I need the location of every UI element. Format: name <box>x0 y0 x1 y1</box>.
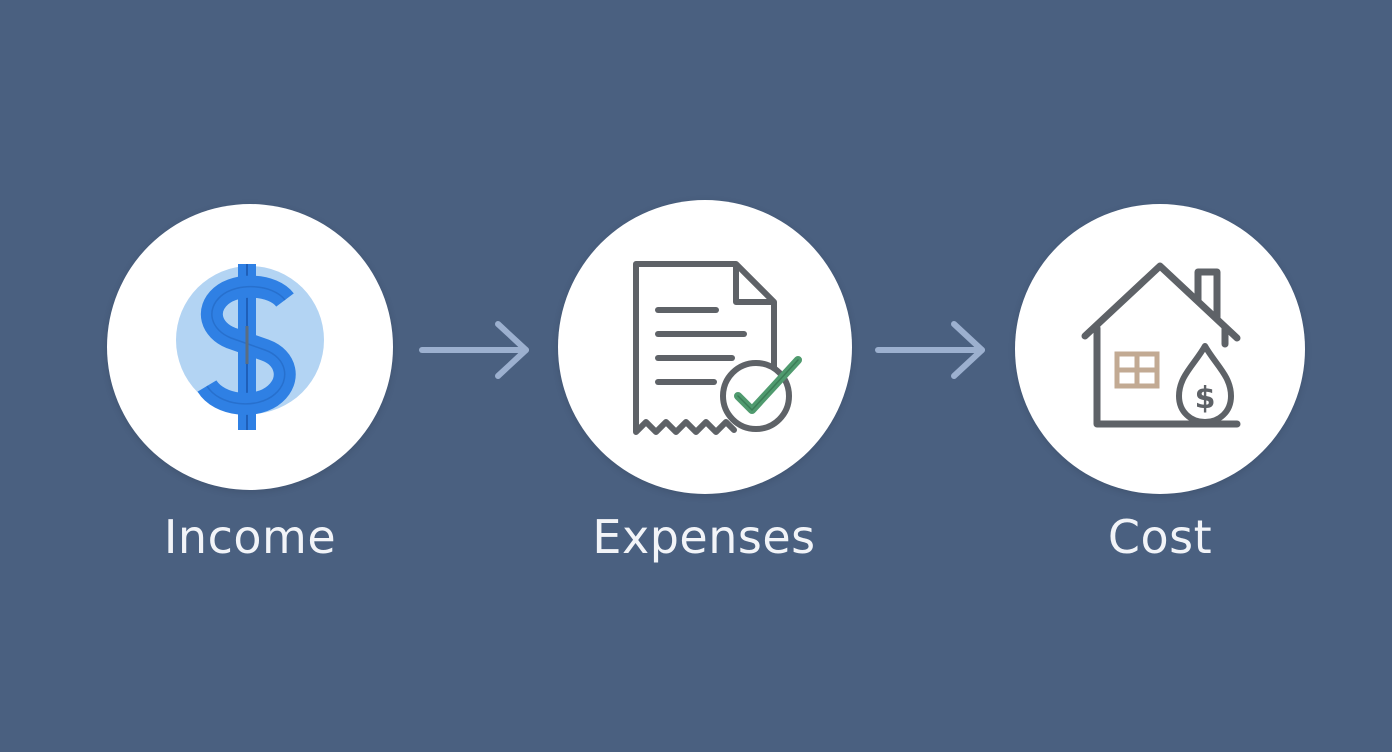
house-dollar-icon: $ <box>1081 262 1241 428</box>
arrow-right-icon <box>419 321 529 379</box>
arrow-right-icon <box>875 321 985 379</box>
cost-circle: $ <box>1015 204 1305 494</box>
step-label-expenses: Expenses <box>592 510 816 564</box>
step-label-cost: Cost <box>1107 510 1213 564</box>
svg-text:$: $ <box>1195 381 1216 416</box>
income-circle <box>107 204 393 490</box>
dollar-sign-icon <box>176 264 324 430</box>
receipt-check-icon <box>633 261 802 435</box>
step-label-income: Income <box>163 510 337 564</box>
expenses-circle <box>558 200 852 494</box>
